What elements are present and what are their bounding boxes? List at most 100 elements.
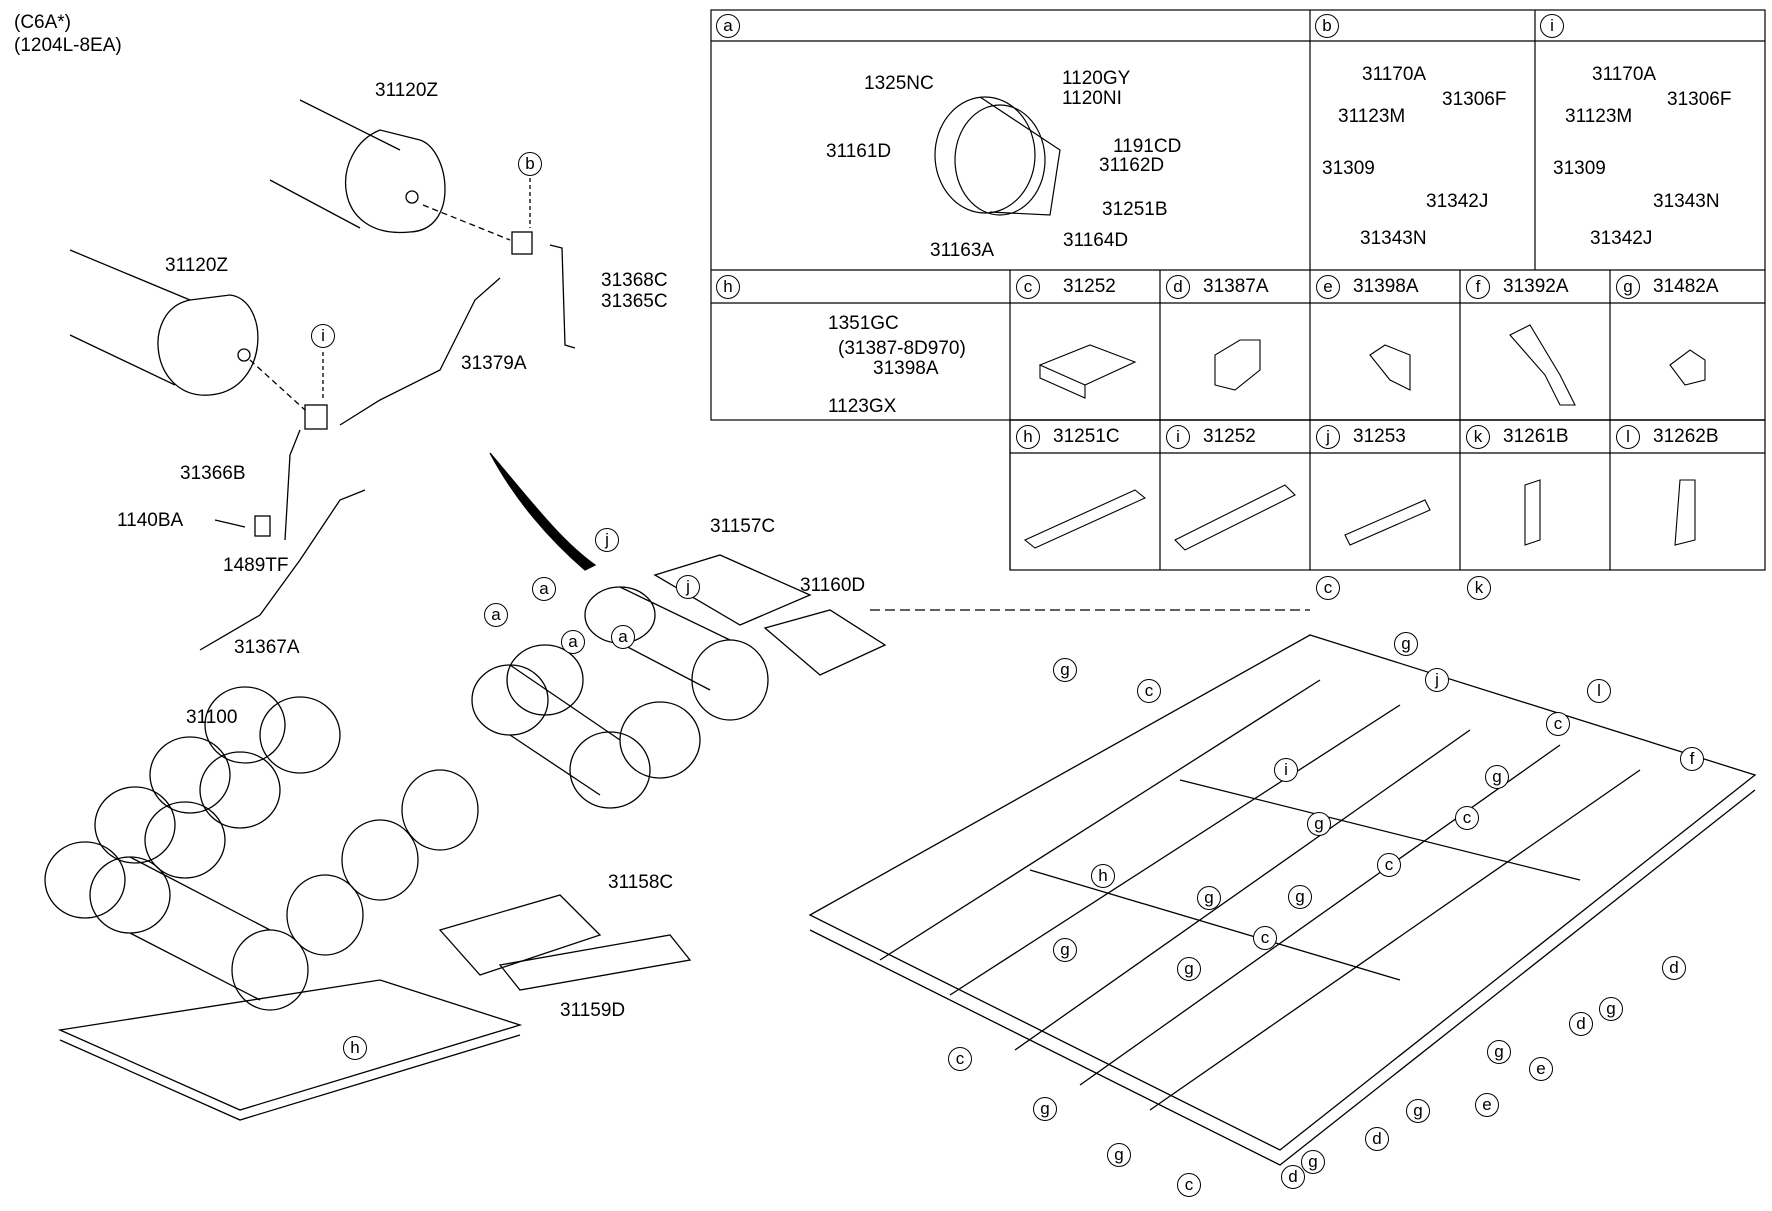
bolt-1140BA (214, 515, 271, 537)
cell-i-31342J: 31342J (1590, 228, 1653, 249)
callout-g: g (1177, 957, 1201, 981)
callout-d: d (1662, 956, 1686, 980)
callout-j: j (1425, 668, 1449, 692)
mounting-frame (808, 609, 1757, 1166)
row3-part-31262B: 31262B (1653, 426, 1719, 447)
part-31100: 31100 (186, 707, 238, 728)
cell-a-31161D: 31161D (826, 141, 892, 162)
callout-g: g (1033, 1097, 1057, 1121)
cell-h-1351GC: 1351GC (828, 313, 899, 334)
cell-b-31170A: 31170A (1362, 64, 1427, 85)
four-tank-assembly (471, 586, 769, 809)
part-31366B: 31366B (180, 463, 246, 484)
model-variant: (1204L-8EA) (14, 35, 122, 56)
pipe-31368C (549, 244, 576, 349)
bracket-e-sketch (1369, 344, 1411, 391)
callout-c: c (1137, 679, 1161, 703)
row3-part-31261B: 31261B (1503, 426, 1569, 447)
table-key-a: a (716, 14, 740, 38)
row2-key-g: g (1616, 275, 1640, 299)
row2-key-f: f (1466, 275, 1490, 299)
cell-a-31164D: 31164D (1063, 230, 1129, 251)
bracket-h-sketch (1023, 489, 1147, 549)
part-31365C: 31365C (601, 291, 668, 312)
callout-i: i (1274, 758, 1298, 782)
part-31120Z-top: 31120Z (375, 80, 439, 101)
cell-a-31162D: 31162D (1099, 155, 1165, 176)
row2-part-31387A: 31387A (1203, 276, 1269, 297)
plate-31160D (763, 609, 887, 676)
callout-g: g (1301, 1150, 1325, 1174)
table-key-b: b (1315, 14, 1339, 38)
bracket-c-sketch (1038, 344, 1137, 399)
row3-key-l: l (1616, 425, 1640, 449)
callout-e: e (1529, 1057, 1553, 1081)
row2-key-d: d (1166, 275, 1190, 299)
bracket-j-sketch (1344, 499, 1431, 546)
cell-i-31343N: 31343N (1653, 191, 1720, 212)
part-31158C: 31158C (608, 872, 674, 893)
eight-tank-assembly (44, 686, 523, 1121)
callout-g: g (1599, 997, 1623, 1021)
pipe-31367A (199, 489, 366, 651)
callout-d: d (1365, 1127, 1389, 1151)
cell-i-31170A: 31170A (1592, 64, 1657, 85)
cell-b-31342J: 31342J (1426, 191, 1489, 212)
cell-a-31163A: 31163A (930, 240, 995, 261)
callout-a: a (561, 630, 585, 654)
plate-31159D (498, 934, 692, 991)
row2-part-31252: 31252 (1063, 276, 1116, 297)
part-31120Z-lower: 31120Z (165, 255, 229, 276)
cell-h-31398A: 31398A (873, 358, 939, 379)
callout-f: f (1680, 747, 1704, 771)
callout-c: c (1316, 576, 1340, 600)
pipe-31366B (284, 429, 301, 541)
callout-g: g (1307, 812, 1331, 836)
callout-c: c (1377, 853, 1401, 877)
callout-g: g (1288, 885, 1312, 909)
callout-j: j (676, 575, 700, 599)
part-1489TF: 1489TF (223, 555, 289, 576)
cell-b-31343N: 31343N (1360, 228, 1427, 249)
part-31368C: 31368C (601, 270, 668, 291)
callout-a: a (484, 603, 508, 627)
callout-i: i (311, 324, 335, 348)
cell-a-1120NI: 1120NI (1062, 88, 1122, 109)
bracket-l-sketch (1674, 479, 1696, 546)
callout-e: e (1475, 1093, 1499, 1117)
callout-g: g (1107, 1143, 1131, 1167)
callout-c: c (1253, 926, 1277, 950)
callout-g: g (1394, 632, 1418, 656)
row2-part-31398A: 31398A (1353, 276, 1419, 297)
cell-b-31306F: 31306F (1442, 89, 1507, 110)
callout-a: a (611, 625, 635, 649)
cell-h-1123GX: 1123GX (828, 396, 897, 417)
bracket-k-sketch (1524, 479, 1541, 546)
cell-a-1120GY: 1120GY (1062, 68, 1131, 89)
part-31367A: 31367A (234, 637, 300, 658)
cell-i-31123M: 31123M (1565, 106, 1633, 127)
callout-g: g (1053, 658, 1077, 682)
row3-key-j: j (1316, 425, 1340, 449)
row3-part-31252: 31252 (1203, 426, 1256, 447)
plate-31158C (438, 894, 602, 976)
row2-part-31482A: 31482A (1653, 276, 1719, 297)
bracket-d-sketch (1214, 339, 1261, 391)
callout-c: c (1177, 1173, 1201, 1197)
row3-key-i: i (1166, 425, 1190, 449)
part-31159D: 31159D (560, 1000, 626, 1021)
cell-a-1191CD: 1191CD (1113, 136, 1182, 157)
bracket-f-sketch (1509, 324, 1576, 406)
callout-g: g (1053, 938, 1077, 962)
valve-i (249, 359, 328, 430)
cell-i-31306F: 31306F (1667, 89, 1732, 110)
model-code: (C6A*) (14, 12, 72, 33)
callout-c: c (1455, 806, 1479, 830)
callout-c: c (948, 1047, 972, 1071)
cell-h-ref: (31387-8D970) (838, 338, 966, 359)
callout-d: d (1569, 1012, 1593, 1036)
valve-b (422, 204, 533, 255)
part-1140BA: 1140BA (117, 510, 184, 531)
cell-i-31309: 31309 (1553, 158, 1606, 179)
